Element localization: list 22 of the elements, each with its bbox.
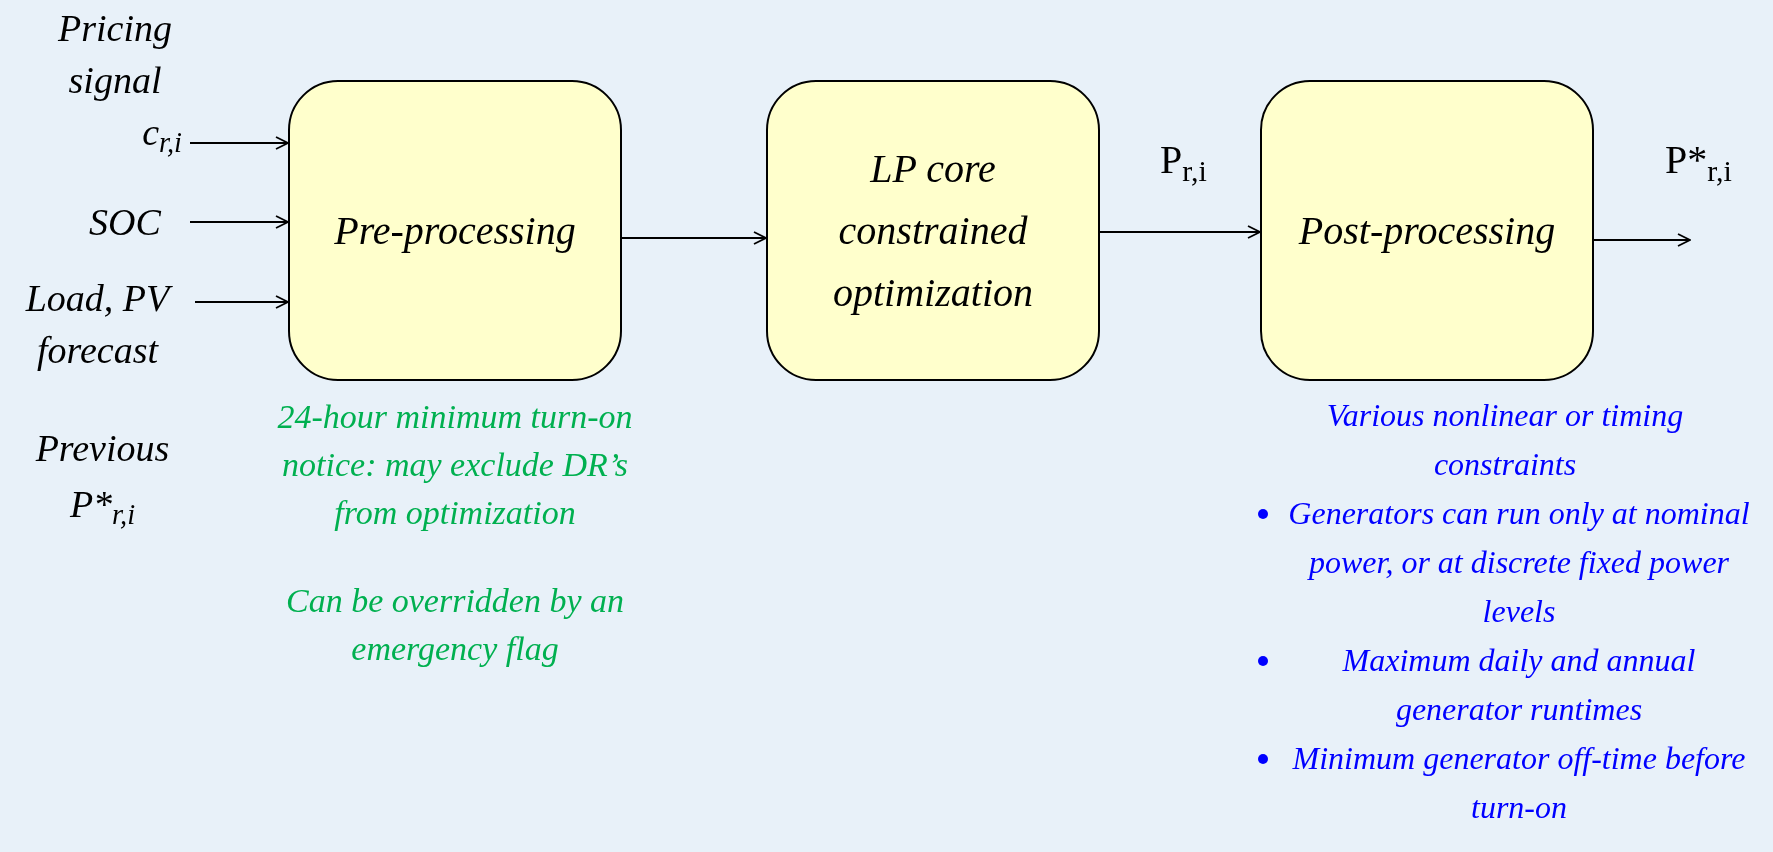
note-text: Can be overridden by an emergency flag [284, 581, 625, 669]
input-label: c$_{r,i}$ [142, 110, 183, 158]
process-label: Pre-processing [334, 206, 576, 255]
process-box [766, 80, 1100, 381]
input-label: SOC [89, 200, 161, 245]
input-label: Previous P*$_{r,i}$ [34, 426, 171, 532]
arrow [194, 295, 289, 309]
process-box [1260, 80, 1594, 381]
list-item-text: Generators can run only at nominal power, or at discrete fixed power levels [1287, 494, 1751, 631]
arrow [189, 215, 289, 229]
note-text: Various nonlinear or timing constraints [1325, 396, 1685, 484]
process-label: LP core constrained optimization [832, 144, 1034, 317]
arrow [1593, 233, 1691, 247]
list-item-text: Minimum generator off-time before turn-on [1291, 739, 1747, 827]
arrow [621, 231, 767, 245]
note-text: 24-hour minimum turn-on notice: may exclude DR’s from optimization [276, 397, 634, 533]
list-item-text: Maximum daily and annual generator runtimes [1341, 641, 1697, 729]
arrow [189, 136, 289, 150]
process-label: Post-processing [1298, 206, 1556, 255]
process-box [288, 80, 622, 381]
arrow [1099, 225, 1261, 239]
input-label: Load, PV forecast [0, 272, 195, 376]
